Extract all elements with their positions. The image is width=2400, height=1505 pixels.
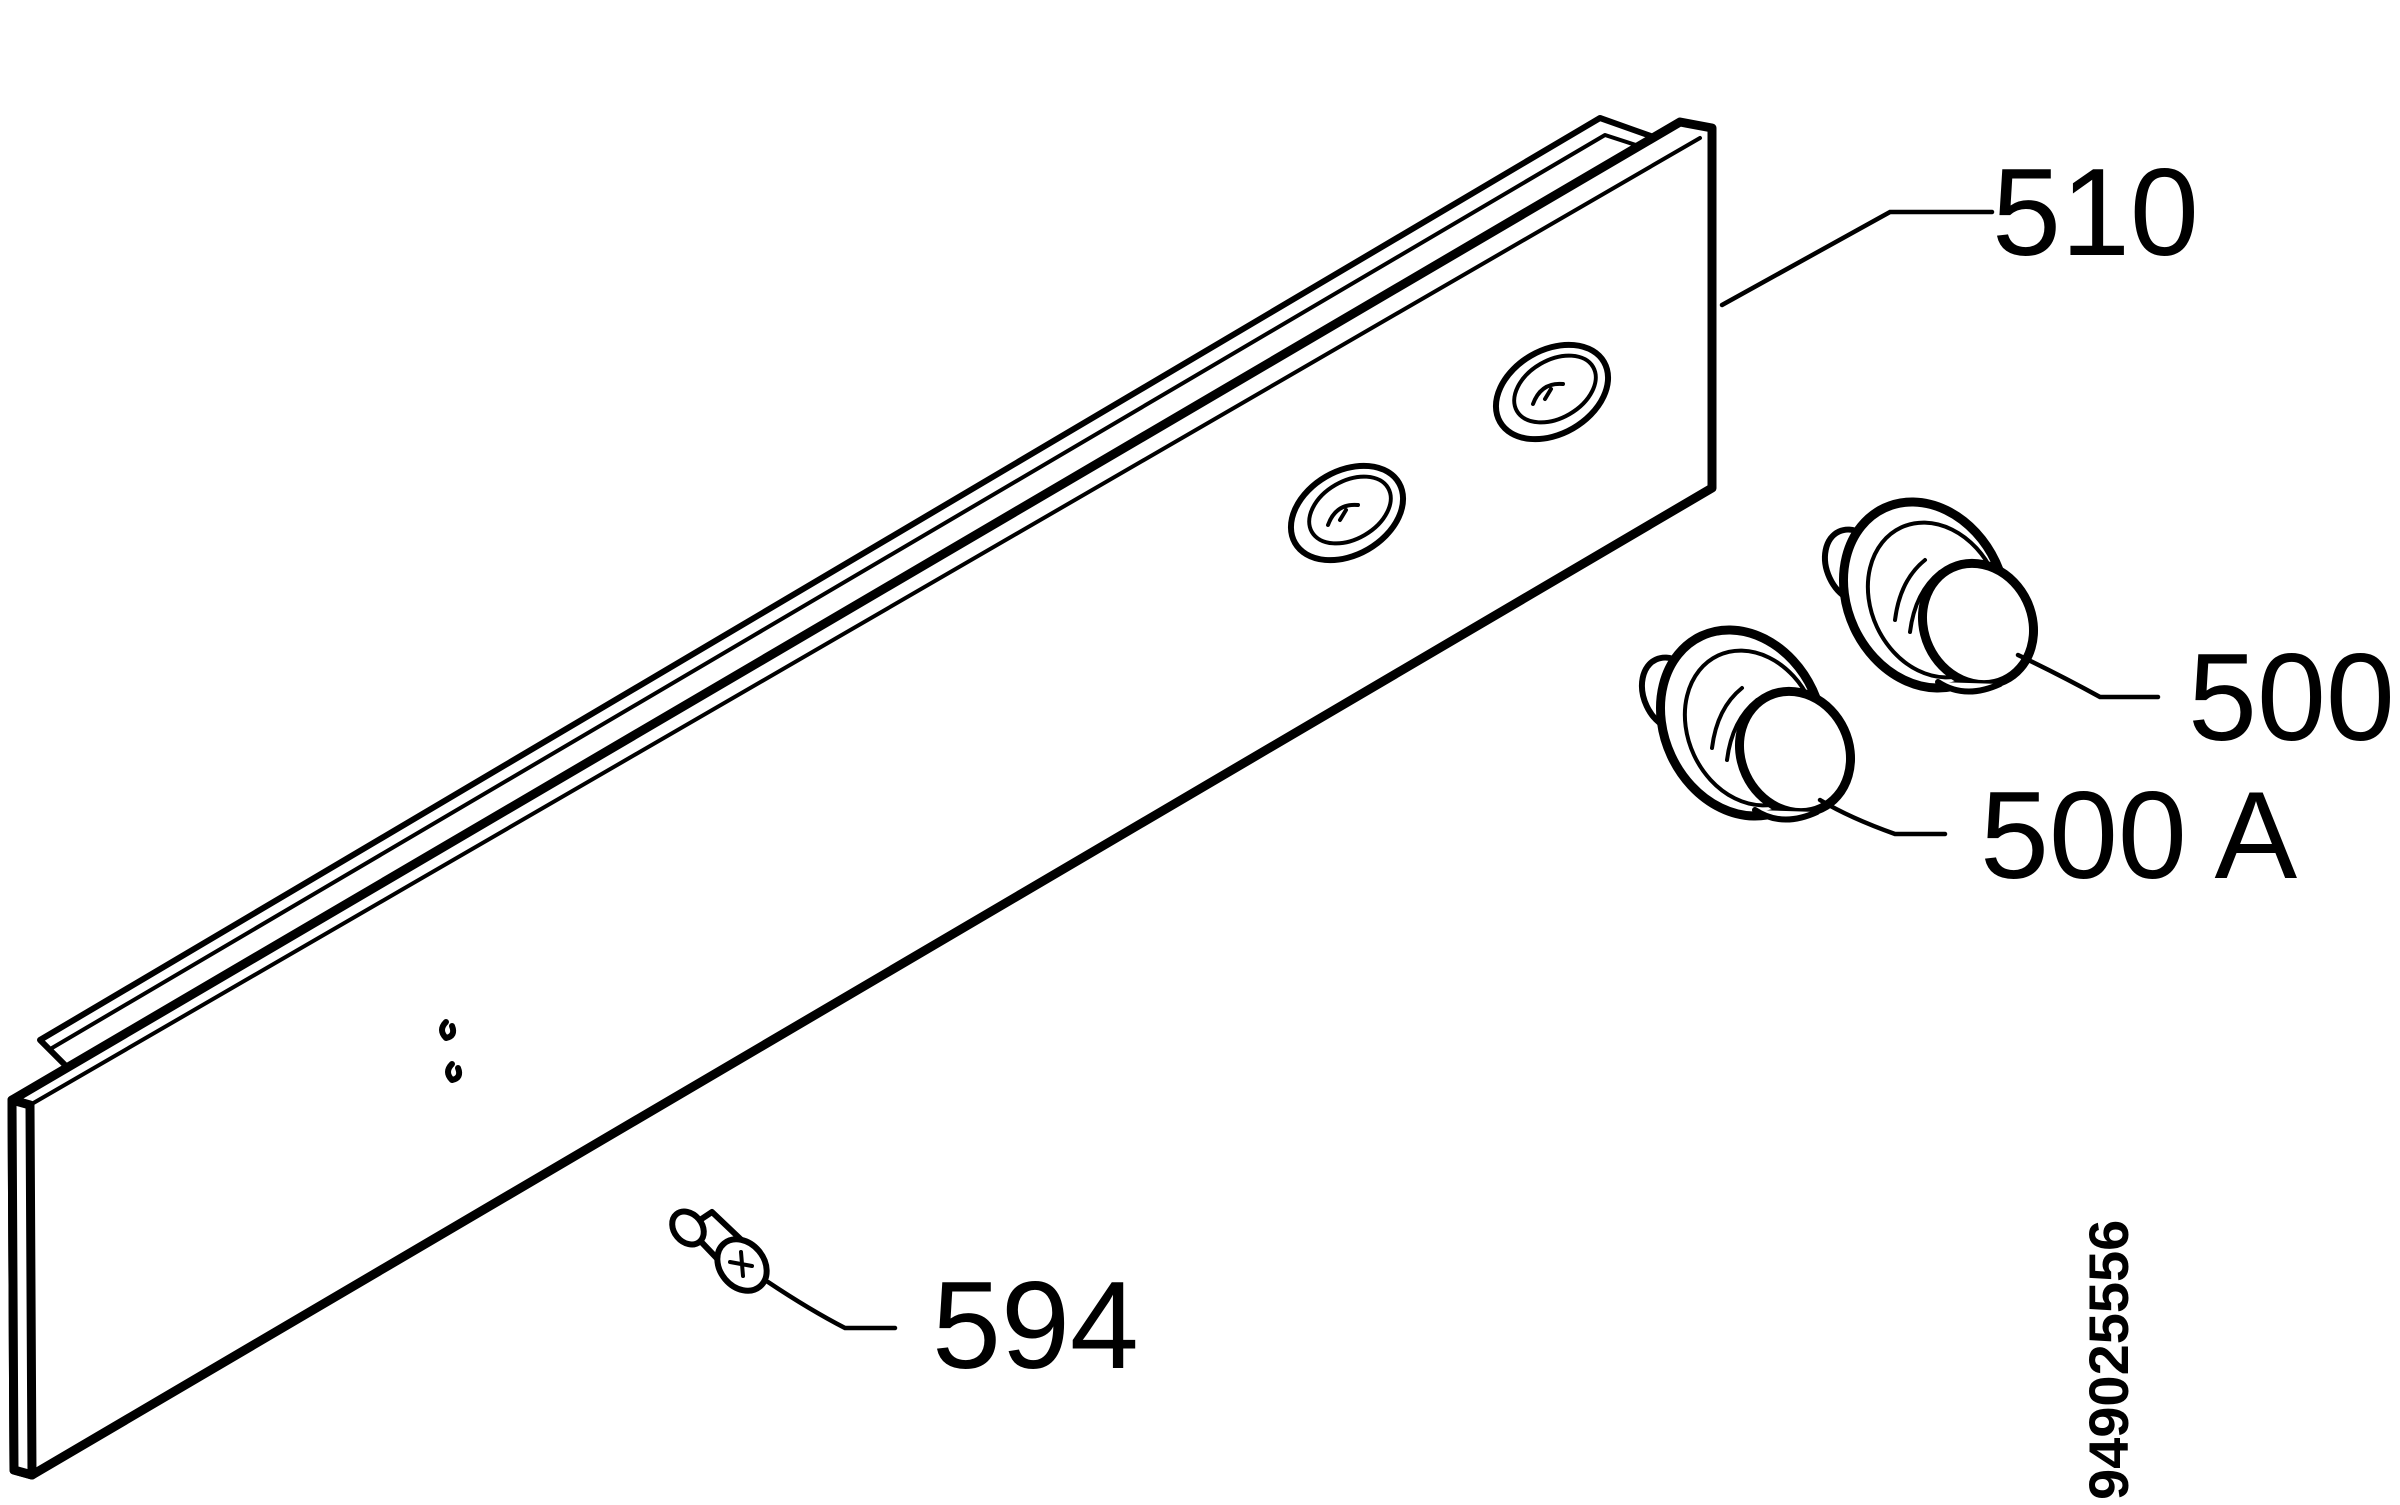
callout-510: 510 [1992, 144, 2199, 282]
panel-knob-hole [1287, 462, 1407, 564]
callout-500a: 500 A [1980, 767, 2297, 905]
document-number: 949025556 [2077, 1220, 2140, 1500]
panel-knob-hole [1492, 341, 1612, 443]
knob-alt-part [1638, 625, 1856, 823]
leader-line-510 [1719, 209, 1995, 308]
knob-part [1821, 497, 2039, 695]
control-panel-part [7, 115, 1717, 1480]
callout-594: 594 [932, 1257, 1139, 1395]
indicator-hole [445, 1061, 463, 1083]
leader-line-500a [1817, 797, 1948, 837]
indicator-hole [439, 1019, 457, 1041]
callout-500: 500 [2188, 629, 2395, 767]
leader-line-594 [765, 1279, 898, 1331]
screw-part [669, 1208, 770, 1294]
leader-line-500 [2015, 652, 2161, 700]
